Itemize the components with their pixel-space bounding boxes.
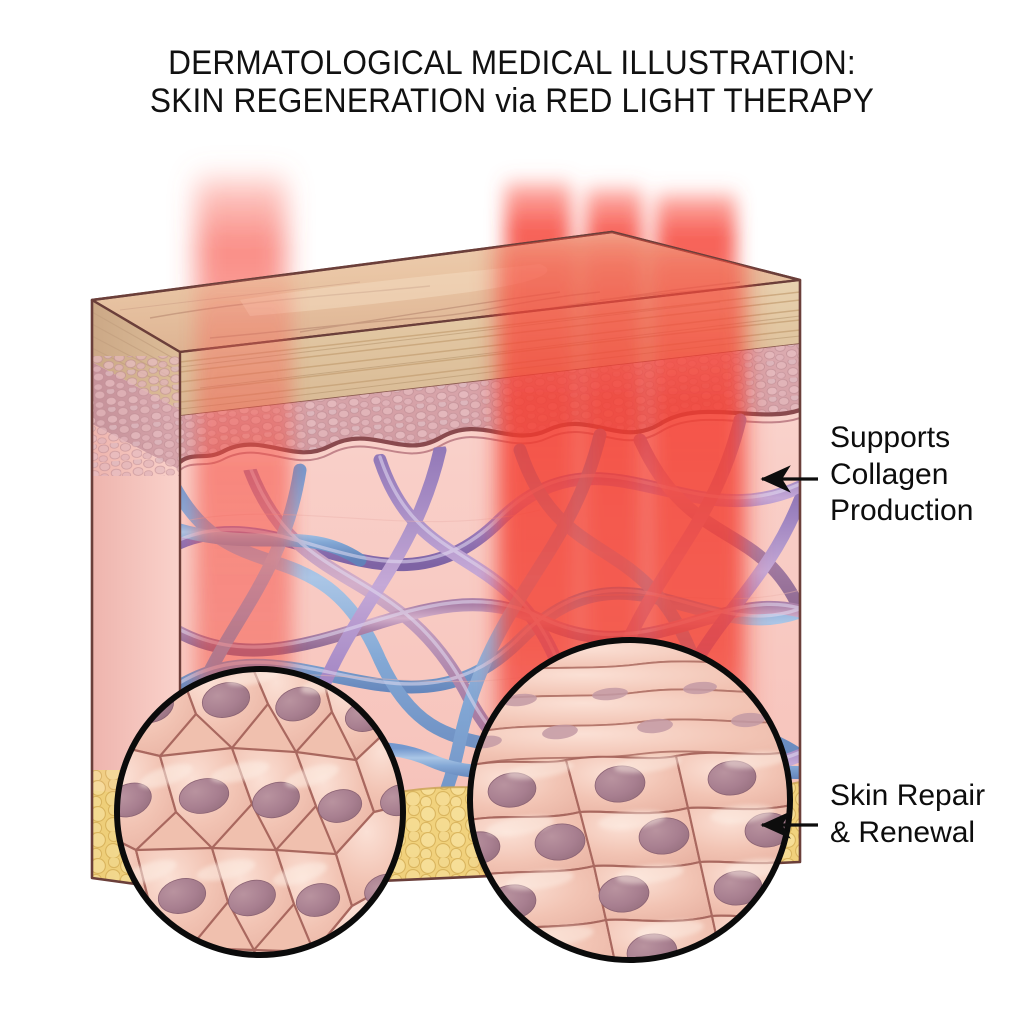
callout-skin-repair: Skin Repair & Renewal: [830, 778, 985, 851]
cell-magnifier-right: [467, 637, 793, 963]
callout-collagen-production: Supports Collagen Production: [830, 420, 973, 530]
illustration-title: DERMATOLOGICAL MEDICAL ILLUSTRATION: SKI…: [0, 44, 1024, 120]
title-line-1: DERMATOLOGICAL MEDICAL ILLUSTRATION:: [168, 44, 856, 82]
callout-collagen-line-1: Supports: [830, 421, 951, 454]
title-line-2: SKIN REGENERATION via RED LIGHT THERAPY: [149, 82, 875, 121]
callout-collagen-line-2: Collagen: [830, 457, 949, 491]
callout-arrows: [760, 465, 818, 839]
callout-repair-line-2: & Renewal: [830, 815, 976, 849]
inset-right-content: [470, 640, 790, 960]
callout-repair-line-1: Skin Repair: [830, 779, 986, 812]
callout-collagen-line-3: Production: [830, 494, 974, 528]
